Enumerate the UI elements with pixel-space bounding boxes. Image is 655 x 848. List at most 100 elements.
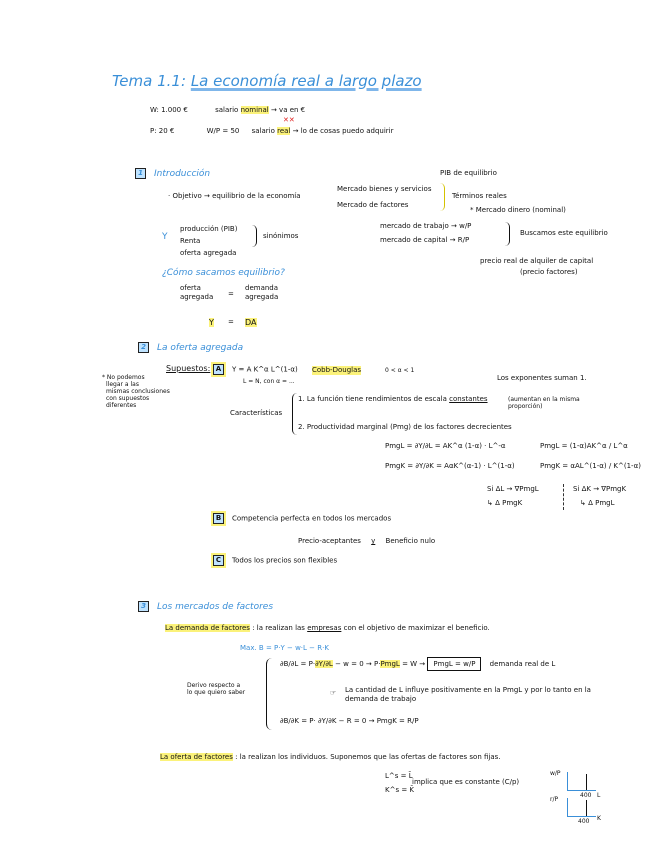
- implica: implica que es constante (C/p): [412, 778, 520, 786]
- caracteristicas: Características: [230, 409, 283, 417]
- supuesto-b: B Competencia perfecta en todos los merca…: [213, 513, 391, 524]
- side-note: con supuestos: [106, 395, 150, 402]
- pointing-hand-icon: ☞: [330, 689, 337, 697]
- side-note: llegar a las: [106, 381, 139, 388]
- si-k: Si ΔK → ∇PmgK: [573, 485, 627, 493]
- supply-line: [586, 800, 587, 816]
- b-sub: Precio-aceptantes y Beneficio nulo: [298, 537, 435, 546]
- si-l: Si ΔL → ∇PmgL: [487, 485, 539, 493]
- char-2: 2. Productividad marginal (Pmg) de los f…: [298, 423, 512, 431]
- y-conj: y: [371, 537, 376, 545]
- red-mark: ✕✕: [283, 116, 295, 124]
- label-b: B: [213, 513, 224, 524]
- side-note: mismas conclusiones: [106, 388, 170, 395]
- precio-real: precio real de alquiler de capital: [480, 257, 594, 265]
- row1-hl: ∂Y/∂L: [315, 660, 333, 668]
- buscamos: Buscamos este equilibrio: [520, 229, 608, 237]
- w-label: W: 1.000 €: [150, 106, 188, 114]
- row1-c: = W →: [402, 660, 426, 668]
- graph1-y-label: w/P: [550, 770, 561, 777]
- side-note: diferentes: [106, 402, 137, 409]
- bracket: [252, 225, 257, 247]
- terminos-reales: Términos reales: [452, 192, 507, 200]
- row1-b: − w = 0 → P·: [335, 660, 381, 668]
- title-text: La economía real a largo plazo: [190, 72, 422, 90]
- supuesto-a: A Y = A K^α L^(1-α): [213, 364, 298, 375]
- b-text: Competencia perfecta en todos los mercad…: [232, 514, 392, 523]
- supuestos: Supuestos:: [166, 364, 211, 373]
- graph2-y-label: r/P: [550, 796, 559, 803]
- mercado-capital: mercado de capital → R/P: [380, 236, 470, 244]
- char-1: 1. La función tiene rendimientos de esca…: [298, 395, 488, 404]
- graph1-x-label: L: [597, 792, 601, 799]
- y-item: Renta: [180, 237, 201, 245]
- pib-equilibrio: PIB de equilibrio: [440, 169, 497, 177]
- side-note: * No podemos: [102, 374, 145, 381]
- real-highlight: real: [277, 127, 291, 135]
- pmgl-result: PmgL = (1-α)AK^α / L^α: [540, 442, 628, 450]
- c-text: Todos los precios son flexibles: [232, 556, 338, 565]
- formula-sub: L = N, con α = ...: [243, 378, 295, 385]
- deriv-row-2: ∂B/∂K = P· ∂Y/∂K − R = 0 → PmgK = R/P: [280, 717, 419, 725]
- brace: [292, 393, 297, 435]
- ratio: W/P = 50: [206, 127, 240, 135]
- label-a: A: [213, 364, 224, 375]
- w-desc: salario: [215, 106, 239, 114]
- derivo-note: Derivo respecto a: [187, 682, 241, 689]
- row1-a: ∂B/∂L = P·: [280, 660, 316, 668]
- question: ¿Cómo sacamos equilibrio?: [162, 268, 285, 278]
- pmgk-result: PmgK = αAL^(1-α) / K^(1-α): [540, 462, 641, 470]
- mercado-trabajo: mercado de trabajo → w/P: [380, 222, 472, 230]
- y-eq: Y: [209, 318, 214, 327]
- l-supply: L^s = L̄: [385, 772, 413, 780]
- bracket: [440, 183, 445, 211]
- mercado-factores: Mercado de factores: [337, 201, 409, 209]
- oferta-agregada: oferta agregada: [180, 284, 214, 301]
- si-l-2: ↳ Δ PmgK: [487, 499, 523, 507]
- exponentes: Los exponentes suman 1.: [497, 374, 587, 382]
- graph2-value: 400: [578, 818, 590, 825]
- w-desc-end: → va en €: [270, 106, 306, 114]
- heading-text: La oferta agregada: [157, 343, 244, 353]
- capital-supply-graph: [567, 798, 596, 817]
- precio-factores: (precio factores): [520, 268, 578, 276]
- demanda-highlight: La demanda de factores: [165, 624, 250, 632]
- mercado-bienes: Mercado bienes y servicios: [337, 185, 432, 193]
- p-label: P: 20 €: [150, 127, 175, 135]
- p-desc-end: → lo de cosas puedo adquirir: [292, 127, 394, 135]
- char1-note: (aumentan en la misma proporción): [508, 396, 580, 410]
- demanda-line: La demanda de factores : la realizan las…: [165, 624, 490, 633]
- objetivo: · Objetivo → equilibrio de la economía: [168, 192, 301, 200]
- cobb-douglas: Cobb-Douglas: [312, 366, 362, 375]
- row1-desc: demanda real de L: [489, 660, 556, 668]
- brace: [266, 658, 272, 730]
- derivo-note: lo que quiero saber: [187, 689, 246, 696]
- precio-aceptantes: Precio-aceptantes: [298, 537, 361, 545]
- oferta-highlight: La oferta de factores: [160, 753, 233, 761]
- oferta-rest: : la realizan los individuos. Suponemos …: [235, 753, 501, 761]
- page-title: Tema 1.1: La economía real a largo plazo: [112, 72, 422, 90]
- demanda-agregada: demanda agregada: [245, 284, 279, 301]
- si-k-2: ↳ Δ PmgL: [580, 499, 615, 507]
- heading-text: Introducción: [154, 169, 211, 179]
- mercado-dinero: * Mercado dinero (nominal): [470, 206, 566, 214]
- p-desc: salario: [251, 127, 275, 135]
- char1-text: 1. La función tiene rendimientos de esca…: [298, 395, 447, 403]
- equals: =: [228, 290, 234, 298]
- bracket: [505, 222, 510, 246]
- supply-line: [586, 774, 587, 790]
- section-number: 3: [138, 601, 149, 612]
- pmgl-equation: PmgL = ∂Y/∂L = AK^α (1-α) · L^-α: [385, 442, 506, 450]
- alpha-range: 0 < α < 1: [385, 367, 415, 374]
- pmgl-boxed: PmgL = w/P: [427, 657, 482, 671]
- demanda-end: con el objetivo de maximizar el benefici…: [343, 624, 490, 632]
- p-line: P: 20 € W/P = 50 salario real → lo de co…: [150, 127, 393, 136]
- y-item: oferta agregada: [180, 249, 237, 257]
- formula: Y = A K^α L^(1-α): [232, 365, 298, 374]
- note: La cantidad de L influye positivamente e…: [345, 686, 591, 703]
